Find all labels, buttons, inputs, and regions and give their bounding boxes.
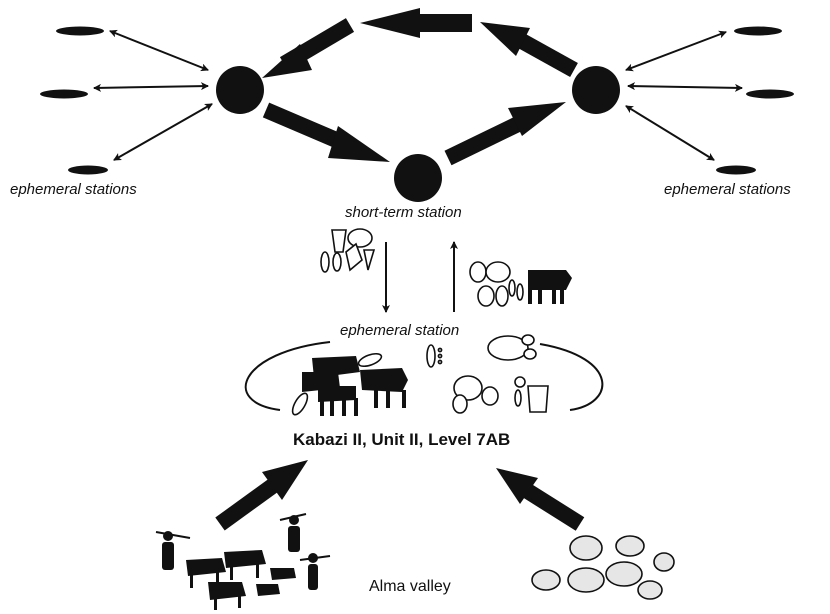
site-frame-left <box>244 341 331 411</box>
bold-arrow-right-up <box>444 102 566 166</box>
flint-tools-icon-group-site <box>452 334 549 414</box>
double-arrow <box>113 103 213 161</box>
ephemeral-station-left-1 <box>56 26 104 36</box>
label-kabazi-site: Kabazi II, Unit II, Level 7AB <box>293 430 511 449</box>
pebble-icon <box>531 535 675 600</box>
node-short-term <box>394 154 442 202</box>
double-arrow <box>109 29 209 72</box>
double-arrow <box>625 105 715 161</box>
label-short-term-station: short-term station <box>345 204 462 221</box>
node-right <box>572 66 620 114</box>
label-alma-valley: Alma valley <box>369 578 451 595</box>
animal-silhouette-icon <box>528 270 572 304</box>
ephemeral-station-right-2 <box>746 89 794 99</box>
hunter-silhouette-icon <box>155 513 331 590</box>
bold-arrow-left-down <box>262 102 390 162</box>
flint-tool-icon <box>291 344 443 416</box>
site-frame-right <box>539 343 604 411</box>
animal-herd-icon <box>302 356 408 416</box>
node-left <box>216 66 264 114</box>
ephemeral-station-right-3 <box>716 165 756 175</box>
bold-arrow-top-left <box>262 18 355 78</box>
bold-arrow-from-left-source <box>215 460 308 531</box>
flint-tools-icon-group-left <box>320 228 376 273</box>
bold-arrow-top-right <box>480 22 578 77</box>
label-ephemeral-stations-left: ephemeral stations <box>10 181 137 198</box>
label-ephemeral-station: ephemeral station <box>340 322 460 339</box>
ephemeral-station-left-3 <box>68 165 108 175</box>
label-ephemeral-stations-right: ephemeral stations <box>664 181 791 198</box>
double-arrow <box>625 30 727 72</box>
double-arrow <box>627 82 743 92</box>
bold-arrow-from-right-source <box>496 468 585 531</box>
double-arrow <box>93 82 209 92</box>
ephemeral-station-left-2 <box>40 89 88 99</box>
bold-arrow-top <box>360 8 472 38</box>
flint-tools-icon-group-right <box>469 261 524 307</box>
animal-silhouette-icon <box>186 550 296 610</box>
ephemeral-station-right-1 <box>734 26 782 36</box>
